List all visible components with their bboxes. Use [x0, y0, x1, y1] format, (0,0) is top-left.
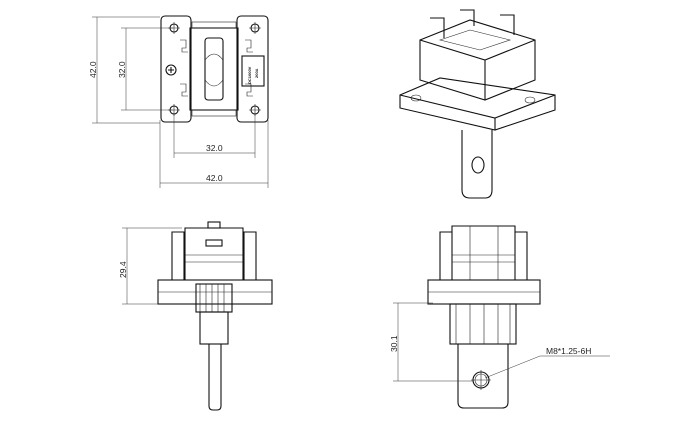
isometric-view [399, 9, 556, 199]
plus-polarity-icon [165, 64, 177, 76]
current-rating: 200A [254, 68, 259, 78]
dim-length: 30.1 [389, 335, 399, 352]
dim-width-outer: 42.0 [206, 173, 223, 183]
top-view: DC1000V 200A 42.0 32.0 32.0 42.0 [88, 15, 269, 188]
front-view: 29.4 [118, 221, 273, 411]
mounting-hole [249, 22, 261, 34]
dim-width-holes: 32.0 [206, 143, 223, 153]
side-view: 30.1 M8*1.25-6H [389, 225, 610, 409]
dim-height-holes: 32.0 [117, 61, 127, 78]
thread-callout: M8*1.25-6H [546, 346, 591, 356]
thread-hole [471, 370, 491, 390]
voltage-rating: DC1000V [247, 66, 252, 84]
dim-height-outer: 42.0 [88, 61, 98, 78]
rating-label [241, 55, 265, 87]
dim-height: 29.4 [118, 261, 128, 278]
